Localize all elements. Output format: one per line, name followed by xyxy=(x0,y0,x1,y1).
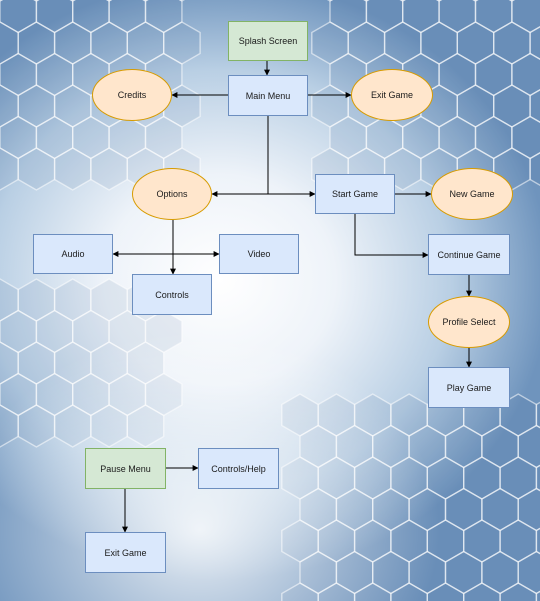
options-node[interactable]: Options xyxy=(132,168,212,220)
hexagon-tile xyxy=(499,582,538,601)
edge-start-continue xyxy=(354,214,429,258)
hexagon-tile xyxy=(390,582,428,601)
hexagon-tile xyxy=(426,582,465,601)
exit-game-bottom-node[interactable]: Exit Game xyxy=(85,532,166,573)
hexagon-cluster xyxy=(0,0,201,191)
splash-screen-node[interactable]: Splash Screen xyxy=(228,21,308,61)
new-game-node[interactable]: New Game xyxy=(431,168,513,220)
audio-node[interactable]: Audio xyxy=(33,234,113,274)
video-node[interactable]: Video xyxy=(219,234,299,274)
controls-node[interactable]: Controls xyxy=(132,274,212,315)
hexagon-tile xyxy=(353,582,392,601)
profile-select-node[interactable]: Profile Select xyxy=(428,296,510,348)
main-menu-node[interactable]: Main Menu xyxy=(228,75,308,116)
start-game-node[interactable]: Start Game xyxy=(315,174,395,214)
pause-menu-node[interactable]: Pause Menu xyxy=(85,448,166,489)
play-game-node[interactable]: Play Game xyxy=(428,367,510,408)
controls-help-node[interactable]: Controls/Help xyxy=(198,448,279,489)
hexagon-tile xyxy=(529,151,540,187)
hexagon-tile xyxy=(281,582,319,601)
hexagon-tile xyxy=(535,590,540,601)
continue-game-node[interactable]: Continue Game xyxy=(428,234,510,275)
credits-node[interactable]: Credits xyxy=(92,69,172,121)
hexagon-tile xyxy=(317,582,356,601)
exit-game-top-node[interactable]: Exit Game xyxy=(351,69,433,121)
hexagon-tile xyxy=(463,582,501,601)
hexagon-tile xyxy=(126,404,165,448)
edge-main-options xyxy=(211,116,269,197)
